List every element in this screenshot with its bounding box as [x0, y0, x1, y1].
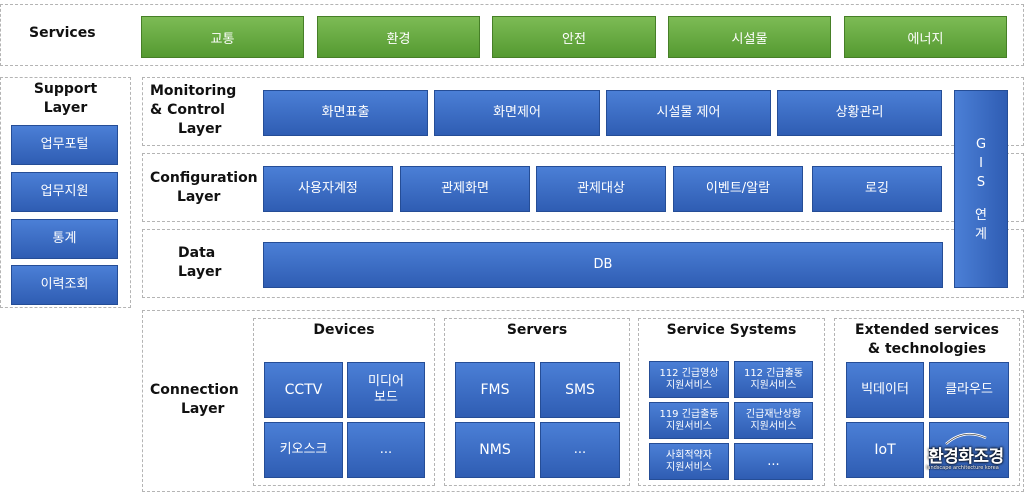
- gis-char-s: S: [976, 175, 986, 190]
- device-cctv-button[interactable]: CCTV: [264, 362, 343, 418]
- monitoring-situation-button[interactable]: 상황관리: [777, 90, 942, 136]
- data-label-line1: Data: [178, 245, 216, 261]
- extended-empty-button[interactable]: [929, 422, 1009, 478]
- support-label-line1: Support: [33, 81, 98, 97]
- service-environment-button[interactable]: 환경: [317, 16, 480, 58]
- extended-cloud-button[interactable]: 클라우드: [929, 362, 1009, 418]
- system-vulnerable-button[interactable]: 사회적약자 지원서비스: [649, 443, 729, 480]
- config-control-target-button[interactable]: 관제대상: [536, 166, 666, 212]
- servers-title: Servers: [506, 322, 568, 338]
- connection-layer-label: Connection Layer: [150, 381, 239, 419]
- config-logging-button[interactable]: 로깅: [812, 166, 942, 212]
- monitoring-facility-control-button[interactable]: 시설물 제어: [606, 90, 771, 136]
- monitoring-label-line1: Monitoring: [150, 83, 237, 99]
- support-statistics-button[interactable]: 통계: [11, 219, 118, 259]
- extended-title-line1: Extended services: [855, 322, 999, 338]
- extended-title-line2: & technologies: [867, 341, 987, 357]
- gis-char-i: I: [979, 156, 983, 171]
- gis-char-gye: 계: [975, 227, 987, 242]
- service-safety-button[interactable]: 안전: [492, 16, 656, 58]
- connection-label-line1: Connection: [150, 382, 239, 398]
- devices-title: Devices: [313, 322, 375, 338]
- service-facility-button[interactable]: 시설물: [668, 16, 831, 58]
- support-layer-label: Support Layer: [0, 80, 131, 118]
- database-block[interactable]: DB: [263, 242, 943, 288]
- device-more-button[interactable]: ...: [347, 422, 425, 478]
- system-112-dispatch-button[interactable]: 112 긴급출동 지원서비스: [734, 361, 813, 398]
- logo-sub-text: landscape architecture korea: [926, 465, 999, 471]
- monitoring-screen-control-button[interactable]: 화면제어: [434, 90, 600, 136]
- config-user-account-button[interactable]: 사용자계정: [263, 166, 393, 212]
- services-label: Services: [29, 25, 96, 41]
- server-fms-button[interactable]: FMS: [455, 362, 535, 418]
- monitoring-label-line3: Layer: [178, 121, 222, 137]
- gis-integration-block[interactable]: G I S 연 계: [954, 90, 1008, 288]
- system-119-dispatch-button[interactable]: 119 긴급출동 지원서비스: [649, 402, 729, 439]
- monitoring-layer-label: Monitoring & Control Layer: [150, 82, 236, 139]
- connection-label-line2: Layer: [181, 401, 225, 417]
- gis-char-yeon: 연: [975, 208, 987, 223]
- device-media-board-button[interactable]: 미디어 보드: [347, 362, 425, 418]
- system-disaster-button[interactable]: 긴급재난상황 지원서비스: [734, 402, 813, 439]
- service-systems-title: Service Systems: [666, 322, 797, 338]
- extended-services-title: Extended services & technologies: [834, 321, 1020, 359]
- gis-char-g: G: [975, 137, 987, 152]
- watermark-logo: 환경화조경 landscape architecture korea: [924, 428, 1024, 488]
- service-traffic-button[interactable]: 교통: [141, 16, 304, 58]
- config-event-alarm-button[interactable]: 이벤트/알람: [673, 166, 803, 212]
- support-portal-button[interactable]: 업무포털: [11, 125, 118, 165]
- logo-main-text: 환경화조경: [928, 447, 1004, 467]
- data-label-line2: Layer: [178, 264, 222, 280]
- configuration-label-line1: Configuration: [150, 170, 258, 186]
- extended-bigdata-button[interactable]: 빅데이터: [846, 362, 924, 418]
- support-work-button[interactable]: 업무지원: [11, 172, 118, 212]
- support-label-line2: Layer: [43, 100, 88, 116]
- monitoring-label-line2: & Control: [150, 102, 225, 118]
- service-energy-button[interactable]: 에너지: [844, 16, 1007, 58]
- monitoring-display-button[interactable]: 화면표출: [263, 90, 428, 136]
- support-history-button[interactable]: 이력조회: [11, 265, 118, 305]
- server-sms-button[interactable]: SMS: [540, 362, 620, 418]
- system-more-button[interactable]: ...: [734, 443, 813, 480]
- data-layer-label: Data Layer: [178, 244, 221, 282]
- config-control-screen-button[interactable]: 관제화면: [400, 166, 530, 212]
- configuration-layer-label: Configuration Layer: [150, 169, 258, 207]
- system-112-video-button[interactable]: 112 긴급영상 지원서비스: [649, 361, 729, 398]
- logo-arc-icon: [945, 432, 987, 445]
- server-more-button[interactable]: ...: [540, 422, 620, 478]
- device-kiosk-button[interactable]: 키오스크: [264, 422, 343, 478]
- configuration-label-line2: Layer: [177, 189, 221, 205]
- extended-iot-button[interactable]: IoT: [846, 422, 924, 478]
- server-nms-button[interactable]: NMS: [455, 422, 535, 478]
